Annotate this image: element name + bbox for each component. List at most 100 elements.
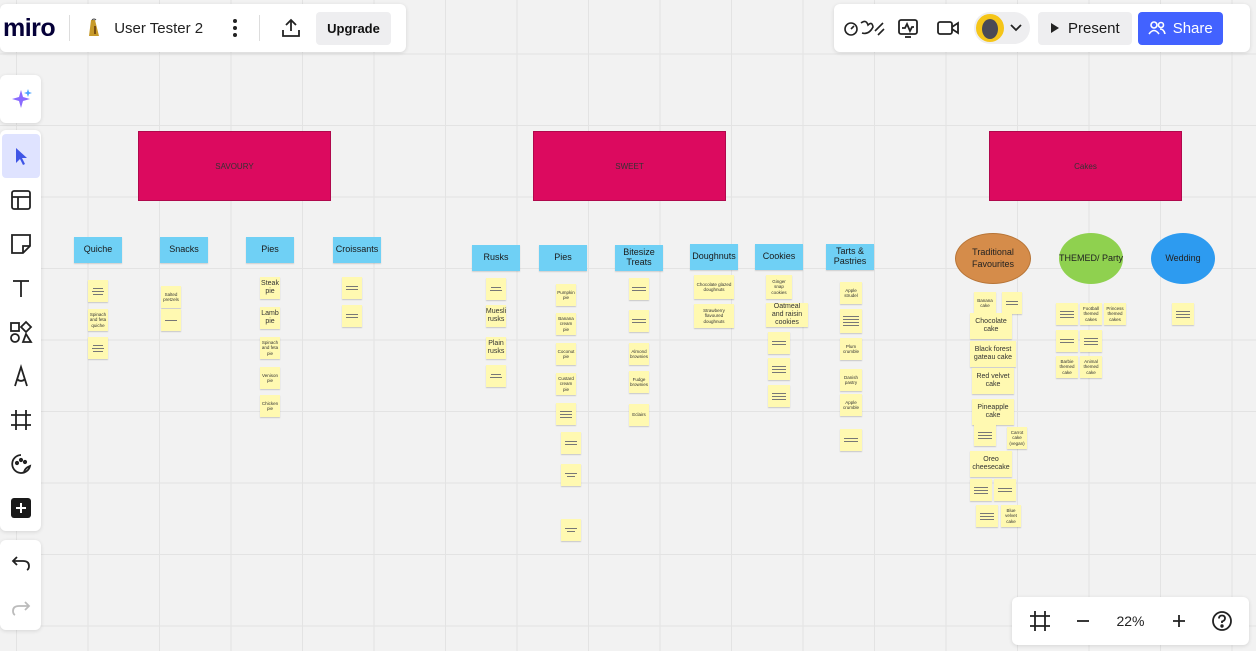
share-button[interactable]: Share [1137, 11, 1223, 45]
oval-themed-party[interactable]: THEMED/ Party [1059, 233, 1123, 284]
zoom-out-icon[interactable] [1066, 604, 1100, 638]
sticky-note[interactable]: Plain rusks [486, 337, 506, 359]
sticky-note[interactable]: Black forest gateau cake [970, 341, 1016, 367]
frame-icon[interactable] [0, 398, 41, 442]
sticky-note[interactable] [629, 310, 649, 332]
sticky-note[interactable]: Animal themed cake [1080, 356, 1102, 378]
category-cookies[interactable]: Cookies [755, 244, 803, 270]
sticky-note[interactable]: Fudge brownies [629, 371, 649, 393]
sticky-note[interactable] [342, 305, 362, 327]
sticky-note[interactable]: Steak pie [260, 277, 280, 299]
sticky-note[interactable]: Muesli rusks [486, 305, 506, 327]
sticky-note[interactable] [561, 432, 581, 454]
add-more-icon[interactable] [0, 486, 41, 530]
upgrade-button[interactable]: Upgrade [316, 11, 391, 45]
sticky-note[interactable]: Pineapple cake [972, 399, 1014, 425]
sticky-note[interactable]: Venison pie [260, 367, 280, 389]
sticky-note[interactable]: Plum crumble [840, 338, 862, 360]
zoom-level[interactable]: 22% [1116, 613, 1145, 629]
sticky-note[interactable] [556, 403, 576, 425]
sticky-note[interactable] [1056, 303, 1078, 325]
sticky-note-icon[interactable] [0, 222, 41, 266]
sticky-note[interactable] [342, 277, 362, 299]
sticky-note[interactable]: Spinach and feta pie [260, 337, 280, 359]
templates-icon[interactable] [0, 178, 41, 222]
sticky-note[interactable] [629, 278, 649, 300]
video-call-icon[interactable] [928, 10, 968, 46]
present-button[interactable]: Present [1038, 11, 1132, 45]
sticky-note[interactable] [88, 280, 108, 302]
board-menu-icon[interactable] [225, 19, 245, 37]
sticky-note[interactable] [88, 337, 108, 359]
fit-frame-icon[interactable] [1023, 604, 1057, 638]
sticky-note[interactable] [974, 424, 996, 446]
sticky-note[interactable]: Chicken pie [260, 395, 280, 417]
select-tool-icon[interactable] [1, 134, 40, 178]
sticky-note[interactable] [486, 365, 506, 387]
sticky-note[interactable] [1056, 330, 1078, 352]
sticky-note[interactable] [1172, 303, 1194, 325]
stickers-icon[interactable] [0, 442, 41, 486]
sticky-note[interactable]: Salted pretzels [161, 286, 181, 308]
sticky-note[interactable]: Apple crumble [840, 394, 862, 416]
redo-icon[interactable] [0, 586, 41, 630]
sticky-note[interactable] [561, 519, 581, 541]
zoom-in-icon[interactable] [1162, 604, 1196, 638]
shapes-icon[interactable] [0, 310, 41, 354]
sticky-note[interactable]: Blue velvet cake [1001, 505, 1021, 527]
sticky-note[interactable] [561, 464, 581, 486]
sticky-note[interactable] [768, 358, 790, 380]
sticky-note[interactable]: Coconut pie [556, 343, 576, 365]
sticky-note[interactable]: Carrot cake (vegan) [1007, 427, 1027, 449]
activity-icon[interactable] [888, 10, 928, 46]
category-quiche[interactable]: Quiche [74, 237, 122, 263]
category-bitesize-treats[interactable]: Bitesize Treats [615, 245, 663, 271]
sticky-note[interactable]: Eclairs [629, 404, 649, 426]
export-icon[interactable] [274, 11, 308, 45]
header-savoury[interactable]: SAVOURY [138, 131, 331, 201]
sticky-note[interactable]: Barbie themed cake [1056, 356, 1078, 378]
sticky-note[interactable]: Banana cream pie [556, 313, 576, 335]
sticky-note[interactable] [1002, 292, 1022, 314]
category-doughnuts[interactable]: Doughnuts [690, 244, 738, 270]
category-croissants[interactable]: Croissants [333, 237, 381, 263]
sticky-note[interactable]: Lamb pie [260, 307, 280, 329]
help-icon[interactable] [1205, 604, 1239, 638]
undo-icon[interactable] [0, 541, 41, 585]
sticky-note[interactable] [768, 385, 790, 407]
category-pies[interactable]: Pies [246, 237, 294, 263]
sticky-note[interactable] [161, 309, 181, 331]
oval-wedding[interactable]: Wedding [1151, 233, 1215, 284]
pen-icon[interactable] [0, 354, 41, 398]
sticky-note[interactable] [976, 505, 998, 527]
reactions-icon[interactable] [840, 10, 888, 46]
sticky-note[interactable]: Princess themed cakes [1104, 303, 1126, 325]
sticky-note[interactable]: Spinach and feta quiche [88, 309, 108, 331]
text-tool-icon[interactable] [0, 266, 41, 310]
sticky-note[interactable] [840, 429, 862, 451]
category-tarts-pastries[interactable]: Tarts & Pastries [826, 244, 874, 270]
user-avatar-menu[interactable] [974, 12, 1030, 44]
miro-logo[interactable]: miro [3, 13, 56, 42]
header-sweet[interactable]: SWEET [533, 131, 726, 201]
oval-traditional-favourites[interactable]: Traditional Favourites [955, 233, 1031, 284]
category-rusks[interactable]: Rusks [472, 245, 520, 271]
sticky-note[interactable]: Football themed cakes [1080, 303, 1102, 325]
sticky-note[interactable] [970, 479, 992, 501]
board-name[interactable]: User Tester 2 [114, 19, 204, 37]
sticky-note[interactable] [486, 278, 506, 300]
sticky-note[interactable] [994, 479, 1016, 501]
sticky-note[interactable]: Custard cream pie [556, 373, 576, 395]
magic-sparkles-icon[interactable] [0, 77, 41, 121]
sticky-note[interactable]: Pumpkin pie [556, 284, 576, 306]
sticky-note[interactable]: Strawberry flavoured doughnuts [694, 304, 734, 328]
sticky-note[interactable]: Almond brownies [629, 343, 649, 365]
sticky-note[interactable]: Danish pastry [840, 369, 862, 391]
sticky-note[interactable] [840, 309, 862, 333]
sticky-note[interactable]: Oreo cheesecake [970, 451, 1012, 477]
sticky-note[interactable]: Oatmeal and raisin cookies [766, 303, 808, 327]
sticky-note[interactable]: Chocolate glazed doughnuts [694, 275, 734, 299]
sticky-note[interactable] [1080, 330, 1102, 352]
sticky-note[interactable]: Chocolate cake [970, 313, 1012, 339]
sticky-note[interactable]: Red velvet cake [972, 368, 1014, 394]
